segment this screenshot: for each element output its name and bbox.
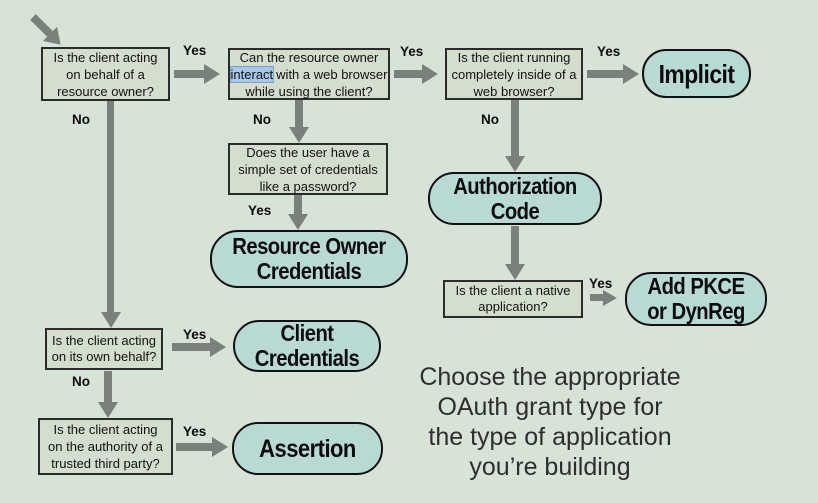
- decision-line: completely inside of a: [451, 66, 577, 82]
- decision-line: web browser?: [473, 83, 555, 99]
- decision-line: Is the client acting: [51, 333, 157, 348]
- yes-label: Yes: [183, 424, 207, 439]
- grant-label: or DynReg: [647, 298, 745, 324]
- arrow-yes-to-inside-browser: [394, 70, 422, 78]
- decision-trusted-third-party: Is the client acting on the authority of…: [38, 418, 173, 475]
- yes-label: Yes: [400, 44, 424, 59]
- grant-label: Implicit: [658, 58, 735, 89]
- decision-line: on behalf of a: [66, 66, 145, 82]
- arrow-yes-to-ro-credentials: [294, 195, 302, 214]
- yes-label: Yes: [183, 43, 207, 58]
- decision-line: application?: [478, 299, 548, 314]
- grant-label: Client: [280, 320, 334, 346]
- arrow-no-to-own-behalf: [107, 101, 114, 312]
- decision-line: like a password?: [259, 178, 357, 194]
- decision-line: while using the client?: [245, 83, 373, 99]
- grant-assertion: Assertion: [232, 422, 383, 475]
- arrow-yes-to-client-credentials: [172, 343, 210, 351]
- start-pointer-icon: [30, 14, 53, 37]
- decision-simple-credentials: Does the user have a simple set of crede…: [228, 143, 388, 195]
- caption-line: OAuth grant type for: [437, 393, 663, 421]
- decision-line: Is the client acting: [53, 49, 158, 65]
- arrow-yes-to-assertion: [176, 443, 212, 451]
- grant-label: Credentials: [254, 345, 360, 371]
- grant-label: Authorization: [453, 172, 577, 199]
- grant-label: Assertion: [259, 434, 356, 463]
- decision-behalf-of-resource-owner: Is the client acting on behalf of a reso…: [41, 47, 170, 101]
- decision-line: on the authority of a: [48, 439, 163, 454]
- arrow-yes-to-interact: [174, 70, 204, 78]
- decision-line: Is the client a native: [455, 283, 571, 298]
- caption-line: the type of application: [428, 423, 672, 451]
- decision-inside-web-browser: Is the client running completely inside …: [445, 48, 583, 100]
- yes-label: Yes: [597, 44, 621, 59]
- arrow-no-to-credentials: [295, 100, 303, 127]
- decision-line: trusted third party?: [51, 456, 160, 471]
- grant-label: Credentials: [256, 258, 362, 284]
- caption-line: Choose the appropriate: [419, 363, 681, 391]
- decision-line-rest: with a web browser: [276, 66, 388, 82]
- no-label: No: [481, 112, 499, 127]
- decision-line: on its own behalf?: [51, 349, 157, 364]
- yes-label: Yes: [248, 203, 272, 218]
- caption-line: you’re building: [469, 453, 631, 481]
- decision-line: resource owner?: [57, 83, 154, 99]
- no-label: No: [72, 374, 90, 389]
- decision-line: Is the client acting: [53, 422, 158, 437]
- decision-line: Can the resource owner: [239, 49, 379, 65]
- no-label: No: [72, 112, 90, 127]
- arrow-authcode-to-native: [511, 226, 519, 264]
- decision-native-application: Is the client a native application?: [443, 280, 583, 318]
- yes-label: Yes: [589, 276, 613, 291]
- decision-own-behalf: Is the client acting on its own behalf?: [45, 328, 163, 370]
- arrow-no-to-third-party: [104, 371, 112, 402]
- grant-authorization-code: Authorization Code: [428, 172, 602, 225]
- diagram-caption: Choose the appropriate OAuth grant type …: [395, 362, 705, 482]
- grant-label: Resource Owner: [232, 233, 386, 259]
- grant-implicit: Implicit: [642, 49, 751, 98]
- arrow-yes-to-pkce: [590, 294, 603, 301]
- grant-label: Code: [490, 197, 540, 224]
- decision-line: simple set of credentials: [238, 161, 378, 177]
- yes-label: Yes: [183, 327, 207, 342]
- grant-add-pkce-dynreg: Add PKCE or DynReg: [625, 272, 767, 326]
- grant-client-credentials: Client Credentials: [233, 320, 381, 372]
- no-label: No: [253, 112, 271, 127]
- decision-line: Is the client running: [457, 49, 571, 65]
- grant-label: Add PKCE: [647, 273, 746, 299]
- selected-word: interact: [230, 66, 274, 82]
- arrow-yes-to-implicit: [587, 70, 623, 78]
- arrow-no-to-auth-code: [511, 100, 519, 156]
- decision-line: Does the user have a: [246, 144, 370, 160]
- grant-resource-owner-credentials: Resource Owner Credentials: [210, 230, 408, 288]
